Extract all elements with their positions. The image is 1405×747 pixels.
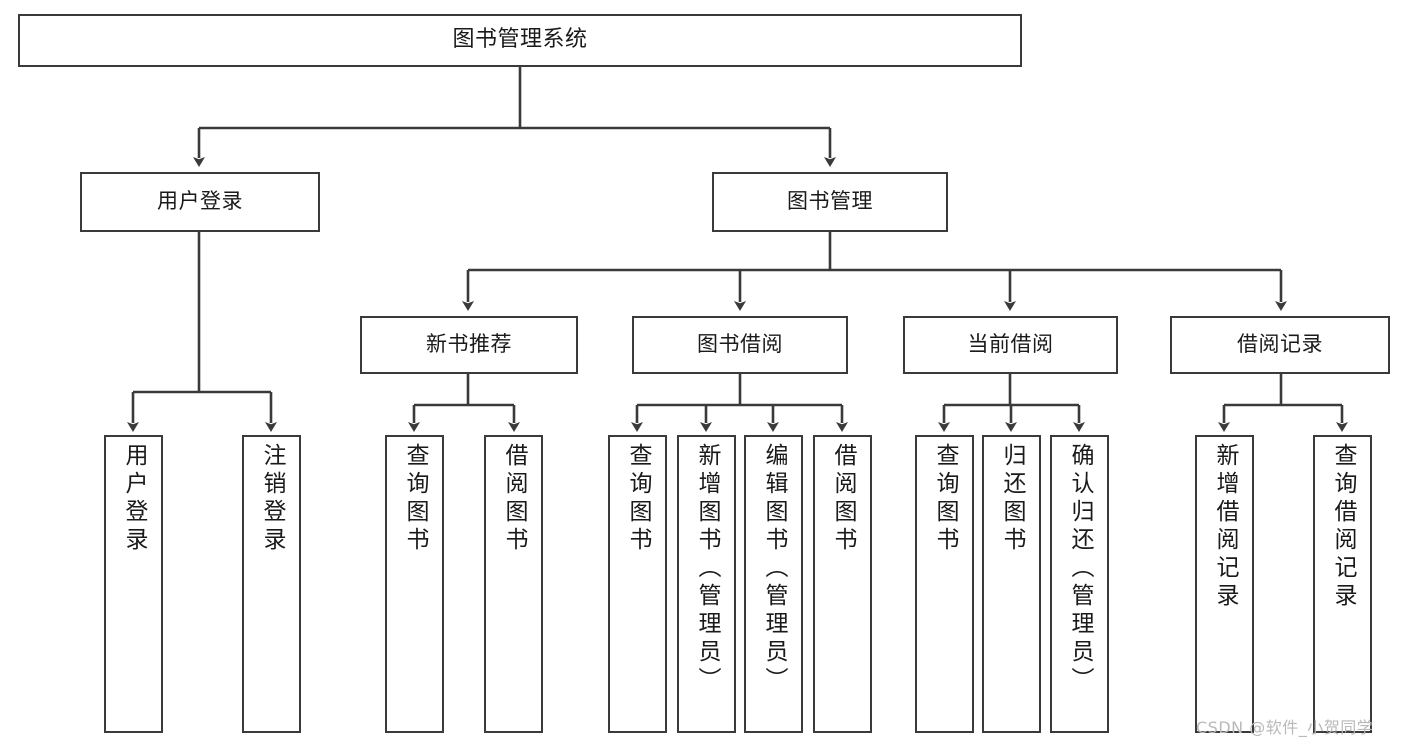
node-borrowing-records[interactable]: 借阅记录 xyxy=(1170,316,1390,374)
leaf-user-login-signin[interactable]: 用户登录 xyxy=(104,435,163,733)
node-new-book-recommendation[interactable]: 新书推荐 xyxy=(360,316,578,374)
node-book-borrowing[interactable]: 图书借阅 xyxy=(632,316,848,374)
node-label: 借阅记录 xyxy=(1237,332,1323,357)
node-label: 新增借阅记录 xyxy=(1212,443,1238,611)
node-label: 用户登录 xyxy=(121,443,147,555)
node-label: 注销登录 xyxy=(259,443,285,555)
csdn-watermark: CSDN @软件_小贺同学 xyxy=(1196,718,1374,737)
node-current-borrowing[interactable]: 当前借阅 xyxy=(903,316,1118,374)
node-label: 查询借阅记录 xyxy=(1330,443,1356,611)
node-label: 用户登录 xyxy=(157,189,243,214)
leaf-new-book-query[interactable]: 查询图书 xyxy=(385,435,444,733)
leaf-user-login-signout[interactable]: 注销登录 xyxy=(242,435,301,733)
node-root-book-management-system[interactable]: 图书管理系统 xyxy=(18,14,1022,67)
node-label: 图书管理 xyxy=(787,189,873,214)
node-label: 编辑图书（管理员） xyxy=(761,443,787,695)
leaf-current-borrow-return[interactable]: 归还图书 xyxy=(982,435,1041,733)
node-label: 借阅图书 xyxy=(501,443,527,555)
node-label: 查询图书 xyxy=(932,443,958,555)
leaf-book-borrow-edit[interactable]: 编辑图书（管理员） xyxy=(744,435,803,733)
node-book-management[interactable]: 图书管理 xyxy=(712,172,948,232)
node-label: 借阅图书 xyxy=(830,443,856,555)
leaf-book-borrow-query[interactable]: 查询图书 xyxy=(608,435,667,733)
leaf-new-book-borrow[interactable]: 借阅图书 xyxy=(484,435,543,733)
leaf-current-borrow-query[interactable]: 查询图书 xyxy=(915,435,974,733)
node-label: 图书管理系统 xyxy=(452,27,588,53)
node-label: 确认归还（管理员） xyxy=(1067,443,1093,695)
leaf-book-borrow-borrow[interactable]: 借阅图书 xyxy=(813,435,872,733)
node-label: 归还图书 xyxy=(999,443,1025,555)
leaf-current-borrow-confirm-return[interactable]: 确认归还（管理员） xyxy=(1050,435,1109,733)
node-label: 新书推荐 xyxy=(426,332,512,357)
node-user-login[interactable]: 用户登录 xyxy=(80,172,320,232)
node-label: 图书借阅 xyxy=(697,332,783,357)
leaf-book-borrow-add[interactable]: 新增图书（管理员） xyxy=(677,435,736,733)
leaf-borrow-record-query[interactable]: 查询借阅记录 xyxy=(1313,435,1372,733)
node-label: 新增图书（管理员） xyxy=(694,443,720,695)
leaf-borrow-record-add[interactable]: 新增借阅记录 xyxy=(1195,435,1254,733)
node-label: 查询图书 xyxy=(625,443,651,555)
node-label: 当前借阅 xyxy=(967,332,1054,357)
node-label: 查询图书 xyxy=(402,443,428,555)
